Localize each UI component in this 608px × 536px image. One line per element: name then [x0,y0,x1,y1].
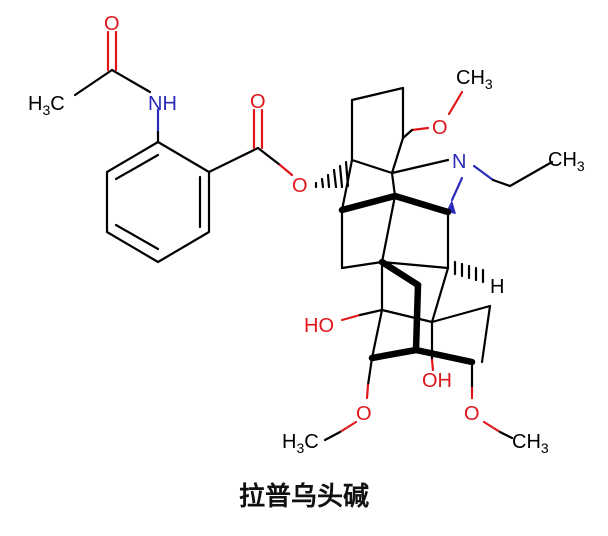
acetamide-group [73,30,160,144]
atom-nh: NH [148,93,177,115]
bond-ring-carbonyl [207,146,260,174]
ester-group [207,108,350,189]
atom-o-amide: O [104,13,120,35]
bond-s9 [380,194,397,264]
bond-methoxy-right-c [482,420,502,434]
bond-acetyl-n [110,68,152,94]
bond-methoxy-left-c [338,420,358,434]
bold-bond-1 [338,192,399,214]
atom-o-methoxy-right: O [464,403,480,425]
bond-methoxy-left-b [365,383,370,400]
atom-n: N [452,151,466,173]
bold-bond-3 [378,258,422,289]
bond-ho-left-a [340,313,362,322]
bond-s4 [390,136,405,175]
bond-s5 [350,158,394,175]
bond-n-ethyl-b [491,178,512,188]
benzene-double-1 [114,153,160,181]
atom-ho-left: HO [304,315,334,337]
bond-s17 [480,304,492,364]
bond-methoxy-right-d [498,430,514,440]
bond-s16 [430,304,492,324]
atom-o-methoxy-left: O [356,403,372,425]
benzene-ring [105,140,211,264]
atom-ch3-ethyl: CH3 [548,149,585,174]
atom-h3c-top: H3C [28,93,65,118]
bond-methoxy-left-a [366,356,374,387]
bond-methoxy-top-c [447,90,464,116]
atom-o-ester-carbonyl: O [250,91,266,113]
bold-bond-2 [391,192,452,216]
bond-methoxy-left-d [323,430,342,442]
bond-carbonyl-o-red [278,163,294,177]
bond-s8 [390,171,397,198]
bond-ho-left-b [358,308,384,317]
atom-ch3-bottom-right: CH3 [512,431,549,456]
bond-s15 [430,266,450,324]
bond-n-down [450,176,464,202]
benzene-double-2 [114,223,160,251]
atom-ch3-top: CH3 [456,67,493,92]
bond-s11 [340,260,384,270]
bond-s18 [370,308,384,360]
benzene-outline [105,140,211,264]
hashed-wedge-h [453,260,485,284]
bold-bond-5 [412,346,476,366]
bond-s2 [350,86,405,102]
bond-acetyl-methyl [73,68,114,97]
atom-o-methoxy-top: O [432,117,448,139]
bond-s19 [380,308,434,324]
atom-h3c-bottom: H3C [282,431,319,456]
bond-methoxy-top-b [401,128,414,140]
atom-oh-center: OH [422,370,452,392]
atom-h: H [490,276,504,298]
bond-n-ethyl-a [472,164,495,182]
atom-labels: O NH H3C O O O CH3 N CH3 H HO OH O H3C O… [28,13,585,456]
bond-s7 [390,158,450,175]
hashed-wedge-ester [314,160,350,189]
bond-carbonyl-o [256,146,282,167]
bond-s6 [340,158,354,212]
bold-bond-6 [368,346,420,362]
bond-methoxy-top-a [410,126,430,132]
bond-oh-center [430,358,435,372]
atom-o-ester: O [292,175,308,197]
compound-name: 拉普乌头碱 [238,482,369,512]
alkaloid-skeleton [323,86,554,442]
bond-ethyl [508,160,554,188]
bond-s13 [380,260,450,270]
